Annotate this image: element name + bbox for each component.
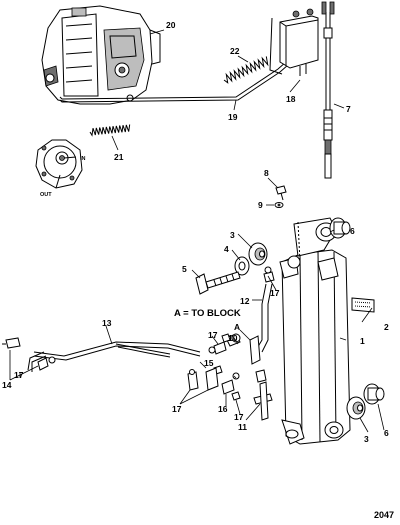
callout-2: 2 xyxy=(384,322,389,332)
callout-9: 9 xyxy=(258,200,263,210)
washer-4 xyxy=(234,256,250,276)
fitting-a xyxy=(249,335,261,365)
callout-17-bottom: 17 xyxy=(172,404,182,414)
figure-number: 2047 xyxy=(374,510,394,520)
callout-20: 20 xyxy=(166,20,176,30)
engine-block xyxy=(41,5,161,105)
callout-18: 18 xyxy=(286,94,296,104)
cap-6-top xyxy=(329,217,351,239)
callout-17-left: 17 xyxy=(14,370,24,380)
pump-module-18 xyxy=(269,8,319,76)
pump-out-label: OUT xyxy=(40,192,52,198)
callout-labels: 20 22 18 19 21 7 8 9 6 3 4 5 17 12 2 1 1… xyxy=(2,20,394,520)
cap-6-bottom xyxy=(363,383,385,405)
to-block-note: A = TO BLOCK xyxy=(174,308,241,319)
marker-a: A xyxy=(234,322,240,332)
pump-in-label: IN xyxy=(80,156,86,162)
callout-8: 8 xyxy=(264,168,269,178)
callout-10: 10 xyxy=(228,333,238,343)
screw-8 xyxy=(275,185,287,201)
label-plate-2 xyxy=(351,297,375,313)
spring-21 xyxy=(89,124,131,137)
check-valve-10 xyxy=(221,333,241,347)
callout-3-top: 3 xyxy=(230,230,235,240)
callout-17-lower: 17 xyxy=(234,412,244,422)
sensor-7 xyxy=(321,1,335,179)
callout-7: 7 xyxy=(346,104,351,114)
fitting-17-tank xyxy=(263,266,275,283)
grommet-3-top xyxy=(248,242,268,266)
callout-14: 14 xyxy=(2,380,12,390)
callout-17-tank: 17 xyxy=(270,288,280,298)
callout-3-bottom: 3 xyxy=(364,434,369,444)
callout-11: 11 xyxy=(238,422,247,432)
callout-13: 13 xyxy=(102,318,112,328)
callout-6-top: 6 xyxy=(350,226,355,236)
callout-6-bottom: 6 xyxy=(384,428,389,438)
lift-pump xyxy=(35,139,83,189)
washer-9 xyxy=(274,202,284,208)
fitting-group-lower xyxy=(187,341,273,421)
callout-21: 21 xyxy=(114,152,124,162)
callout-15: 15 xyxy=(204,358,214,368)
callout-17-valve: 17 xyxy=(208,330,218,340)
callout-4: 4 xyxy=(224,244,229,254)
callout-19: 19 xyxy=(228,112,238,122)
callout-1: 1 xyxy=(360,336,365,346)
callout-16: 16 xyxy=(218,404,228,414)
bolt-5 xyxy=(195,271,241,295)
fitting-14 xyxy=(2,337,56,371)
callout-12: 12 xyxy=(240,296,250,306)
vapor-separator-1 xyxy=(279,217,351,445)
callout-5: 5 xyxy=(182,264,187,274)
leader-lines xyxy=(9,29,385,433)
grommet-3-bottom xyxy=(346,396,366,420)
callout-22: 22 xyxy=(230,46,240,56)
fuel-line-13 xyxy=(27,341,201,372)
spring-22 xyxy=(223,56,269,84)
